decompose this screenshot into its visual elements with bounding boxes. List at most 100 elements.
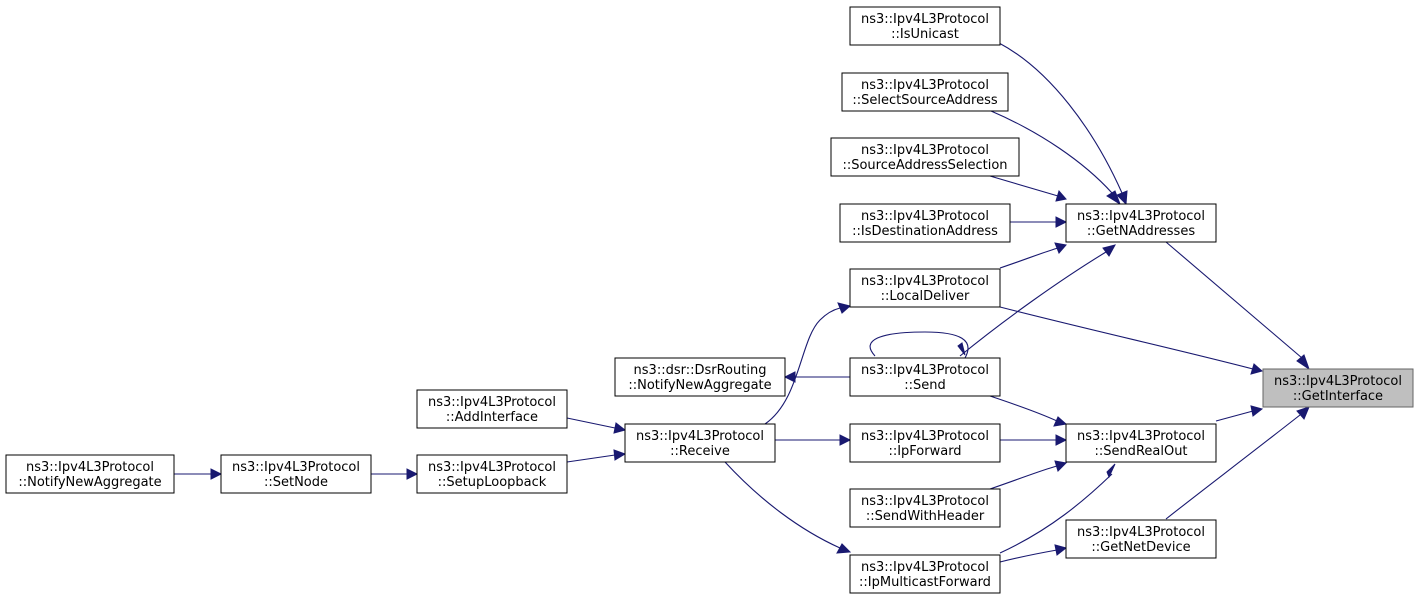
node-getnetdevice[interactable]: ns3::Ipv4L3Protocol::GetNetDevice xyxy=(1065,519,1217,559)
edge-line xyxy=(566,417,616,429)
edge-ipforward-to-sendrealout xyxy=(1000,434,1068,446)
edge-line xyxy=(989,395,1058,422)
node-class-name: ns3::Ipv4L3Protocol xyxy=(861,78,989,93)
node-setnode[interactable]: ns3::Ipv4L3Protocol::SetNode xyxy=(220,454,372,494)
node-box xyxy=(849,6,1001,46)
arrowhead xyxy=(836,543,852,554)
node-box xyxy=(849,488,1001,528)
node-method-name: ::SendRealOut xyxy=(1094,444,1187,459)
node-ipmulticastforward[interactable]: ns3::Ipv4L3Protocol::IpMulticastForward xyxy=(849,554,1001,594)
node-notifynewaggregate[interactable]: ns3::Ipv4L3Protocol::NotifyNewAggregate xyxy=(5,454,175,494)
edge-ipmulticastforward-to-getnetdevice xyxy=(999,544,1068,563)
node-method-name: ::IpForward xyxy=(888,444,961,459)
node-method-name: ::NotifyNewAggregate xyxy=(18,475,161,490)
node-receive[interactable]: ns3::Ipv4L3Protocol::Receive xyxy=(624,423,776,463)
node-localdeliver[interactable]: ns3::Ipv4L3Protocol::LocalDeliver xyxy=(849,268,1001,308)
node-ipforward[interactable]: ns3::Ipv4L3Protocol::IpForward xyxy=(849,423,1001,463)
node-sendrealout[interactable]: ns3::Ipv4L3Protocol::SendRealOut xyxy=(1065,423,1217,463)
node-method-name: ::SendWithHeader xyxy=(866,509,985,524)
node-class-name: ns3::Ipv4L3Protocol xyxy=(1077,429,1205,444)
edge-line xyxy=(959,251,1107,357)
edge-selectsourceaddress-to-getnaddresses xyxy=(990,110,1121,206)
node-class-name: ns3::Ipv4L3Protocol xyxy=(1077,209,1205,224)
edge-receive-to-ipmulticastforward xyxy=(724,461,852,554)
node-method-name: ::GetInterface xyxy=(1293,389,1383,404)
edge-line xyxy=(1165,241,1303,359)
node-box xyxy=(416,454,568,494)
edge-isunicast-to-getnaddresses xyxy=(998,42,1128,206)
edge-line xyxy=(999,473,1113,554)
arrowhead xyxy=(613,449,627,461)
node-class-name: ns3::Ipv4L3Protocol xyxy=(428,395,556,410)
node-addinterface[interactable]: ns3::Ipv4L3Protocol::AddInterface xyxy=(416,389,568,429)
node-box xyxy=(1065,423,1217,463)
edge-sendrealout-to-getinterface xyxy=(1215,405,1264,422)
arrowhead xyxy=(1296,354,1310,371)
node-box xyxy=(614,357,786,397)
node-box xyxy=(416,389,568,429)
node-box xyxy=(849,357,1001,397)
edge-ipmulticastforward-to-sendrealout xyxy=(999,463,1116,554)
arrowhead xyxy=(1055,216,1068,228)
node-box xyxy=(5,454,175,494)
node-isdestinationaddress[interactable]: ns3::Ipv4L3Protocol::IsDestinationAddres… xyxy=(839,203,1011,243)
node-box xyxy=(841,72,1009,112)
arrowhead xyxy=(1102,244,1116,257)
node-class-name: ns3::Ipv4L3Protocol xyxy=(861,560,989,575)
node-selectsourceaddress[interactable]: ns3::Ipv4L3Protocol::SelectSourceAddress xyxy=(841,72,1009,112)
arrowhead xyxy=(613,422,627,434)
arrowhead xyxy=(1250,363,1264,375)
edge-sourceaddressselection-to-getnaddresses xyxy=(989,175,1067,202)
node-box xyxy=(220,454,372,494)
node-method-name: ::SetupLoopback xyxy=(438,475,547,490)
node-setuploopback[interactable]: ns3::Ipv4L3Protocol::SetupLoopback xyxy=(416,454,568,494)
node-isunicast[interactable]: ns3::Ipv4L3Protocol::IsUnicast xyxy=(849,6,1001,46)
node-class-name: ns3::Ipv4L3Protocol xyxy=(861,143,989,158)
node-class-name: ns3::Ipv4L3Protocol xyxy=(1077,525,1205,540)
edge-receive-to-localdeliver xyxy=(764,302,852,425)
node-getnaddresses[interactable]: ns3::Ipv4L3Protocol::GetNAddresses xyxy=(1065,203,1217,243)
node-box xyxy=(849,268,1001,308)
node-dsrnotify[interactable]: ns3::dsr::DsrRouting::NotifyNewAggregate xyxy=(614,357,786,397)
arrowhead xyxy=(1106,190,1121,206)
arrowhead xyxy=(1054,544,1068,556)
node-method-name: ::GetNetDevice xyxy=(1091,540,1190,555)
node-method-name: ::SourceAddressSelection xyxy=(842,158,1007,173)
node-class-name: ns3::Ipv4L3Protocol xyxy=(861,429,989,444)
node-class-name: ns3::Ipv4L3Protocol xyxy=(861,209,989,224)
arrowhead xyxy=(1053,416,1068,427)
node-sourceaddressselection[interactable]: ns3::Ipv4L3Protocol::SourceAddressSelect… xyxy=(830,137,1020,177)
node-class-name: ns3::Ipv4L3Protocol xyxy=(861,363,989,378)
node-box xyxy=(849,554,1001,594)
node-sendwithheader[interactable]: ns3::Ipv4L3Protocol::SendWithHeader xyxy=(849,488,1001,528)
node-class-name: ns3::Ipv4L3Protocol xyxy=(861,274,989,289)
edge-line xyxy=(999,306,1254,370)
arrowhead xyxy=(783,371,796,383)
node-method-name: ::LocalDeliver xyxy=(881,289,970,304)
edge-send-to-send xyxy=(869,331,969,359)
node-send[interactable]: ns3::Ipv4L3Protocol::Send xyxy=(849,357,1001,397)
node-box xyxy=(1065,203,1217,243)
arrowhead xyxy=(1250,405,1264,417)
node-method-name: ::SelectSourceAddress xyxy=(852,93,998,108)
edge-setnode-to-setuploopback xyxy=(371,468,419,480)
edge-sendwithheader-to-sendrealout xyxy=(989,460,1068,490)
edge-line xyxy=(989,175,1059,197)
node-method-name: ::GetNAddresses xyxy=(1087,224,1195,239)
arrowhead xyxy=(1055,434,1068,446)
arrowhead xyxy=(1106,463,1116,479)
node-class-name: ns3::Ipv4L3Protocol xyxy=(636,429,764,444)
node-method-name: ::IpMulticastForward xyxy=(859,575,991,590)
arrowhead xyxy=(839,434,852,446)
node-box xyxy=(1065,519,1217,559)
node-method-name: ::IsDestinationAddress xyxy=(852,224,998,239)
edge-receive-to-ipforward xyxy=(775,434,852,446)
arrowhead xyxy=(1296,406,1310,420)
node-box xyxy=(624,423,776,463)
edge-notifynewaggregate-to-setnode xyxy=(174,468,223,480)
node-getinterface[interactable]: ns3::Ipv4L3Protocol::GetInterface xyxy=(1262,368,1414,408)
node-method-name: ::Send xyxy=(904,378,946,393)
arrowhead xyxy=(957,342,966,356)
edge-getnetdevice-to-getinterface xyxy=(1165,406,1310,520)
